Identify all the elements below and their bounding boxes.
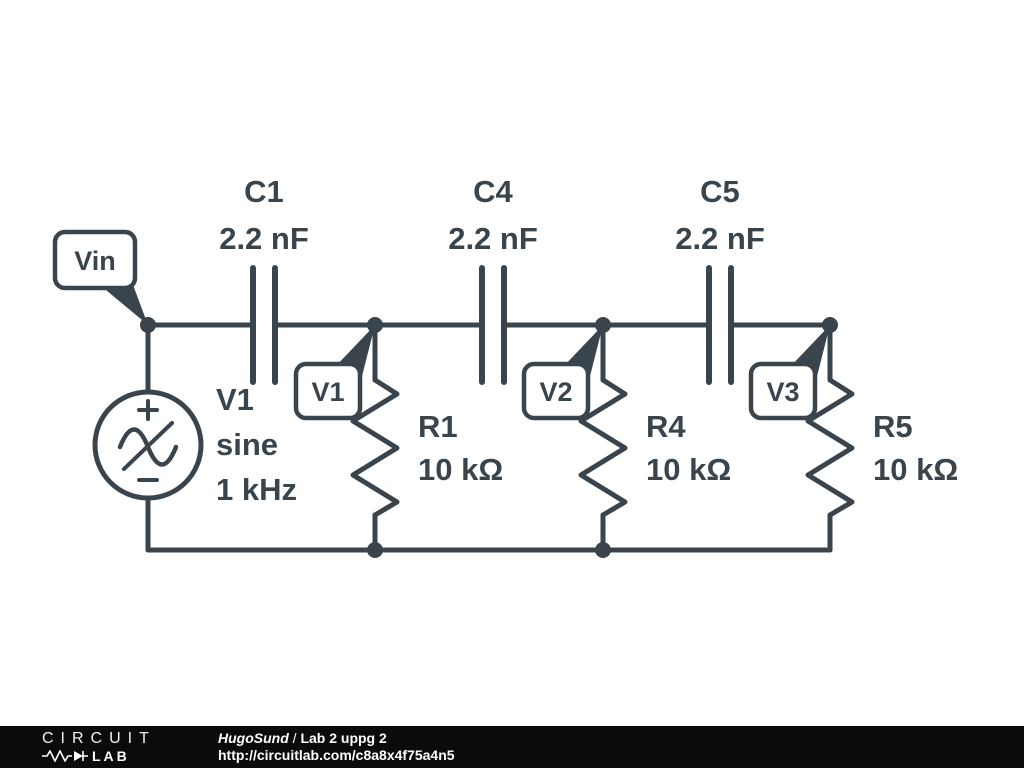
node-flag-label: V2 <box>539 377 572 407</box>
circuitlab-logo[interactable]: CIRCUIT LAB <box>42 731 182 763</box>
node-flag-v3: V3 <box>748 325 830 421</box>
source-frequency-label: 1 kHz <box>216 472 297 507</box>
capacitor-ref-label: C1 <box>244 174 284 209</box>
capacitor-ref-label: C4 <box>473 174 513 209</box>
wires <box>145 322 833 553</box>
resistor-ref-label: R1 <box>418 409 458 444</box>
resistor-diode-logo-icon <box>42 750 88 762</box>
node-flag-label: V3 <box>766 377 799 407</box>
resistor-ref-label: R5 <box>873 409 913 444</box>
node-flag-vin: Vin <box>52 229 148 325</box>
sine-diagonal-icon <box>122 421 174 471</box>
source-labels: V1 sine 1 kHz <box>216 382 297 507</box>
capacitor-value-label: 2.2 nF <box>448 221 538 256</box>
resistor-value-label: 10 kΩ <box>873 452 958 487</box>
credit-separator: / <box>288 730 301 746</box>
node-flag-label: V1 <box>311 377 344 407</box>
node-flag-v1: V1 <box>293 325 375 421</box>
resistor-r4: R4 10 kΩ <box>578 377 731 518</box>
resistor-value-label: 10 kΩ <box>646 452 731 487</box>
resistor-ref-label: R4 <box>646 409 686 444</box>
circuit-url-link[interactable]: http://circuitlab.com/c8a8x4f75a4n5 <box>218 747 455 763</box>
credit-line: HugoSund / Lab 2 uppg 2 <box>218 730 455 747</box>
footer-bar: CIRCUIT LAB HugoSund / Lab 2 uppg 2 http… <box>0 726 1024 768</box>
capacitor-c1: C1 2.2 nF <box>219 174 309 385</box>
circuit-title[interactable]: Lab 2 uppg 2 <box>300 730 387 746</box>
circuit-schematic: C1 2.2 nF C4 2.2 nF C5 2.2 nF R1 10 kΩ R… <box>52 174 958 558</box>
footer-credits: HugoSund / Lab 2 uppg 2 http://circuitla… <box>218 730 455 764</box>
node-flag-label: Vin <box>74 246 116 276</box>
author-name[interactable]: HugoSund <box>218 730 289 746</box>
plus-sign-icon <box>137 399 159 421</box>
resistor-value-label: 10 kΩ <box>418 452 503 487</box>
logo-circuit-text: CIRCUIT <box>42 730 156 747</box>
source-waveform-label: sine <box>216 427 278 462</box>
logo-lab-text: LAB <box>92 748 130 764</box>
voltage-source-v1 <box>92 389 204 501</box>
resistor-r1: R1 10 kΩ <box>350 377 503 518</box>
capacitor-c5: C5 2.2 nF <box>675 174 765 385</box>
capacitor-c4: C4 2.2 nF <box>448 174 538 385</box>
capacitor-value-label: 2.2 nF <box>219 221 309 256</box>
node-flag-v2: V2 <box>521 325 603 421</box>
capacitor-ref-label: C5 <box>700 174 740 209</box>
resistor-r5: R5 10 kΩ <box>805 377 958 518</box>
capacitor-value-label: 2.2 nF <box>675 221 765 256</box>
source-ref-label: V1 <box>216 382 254 417</box>
